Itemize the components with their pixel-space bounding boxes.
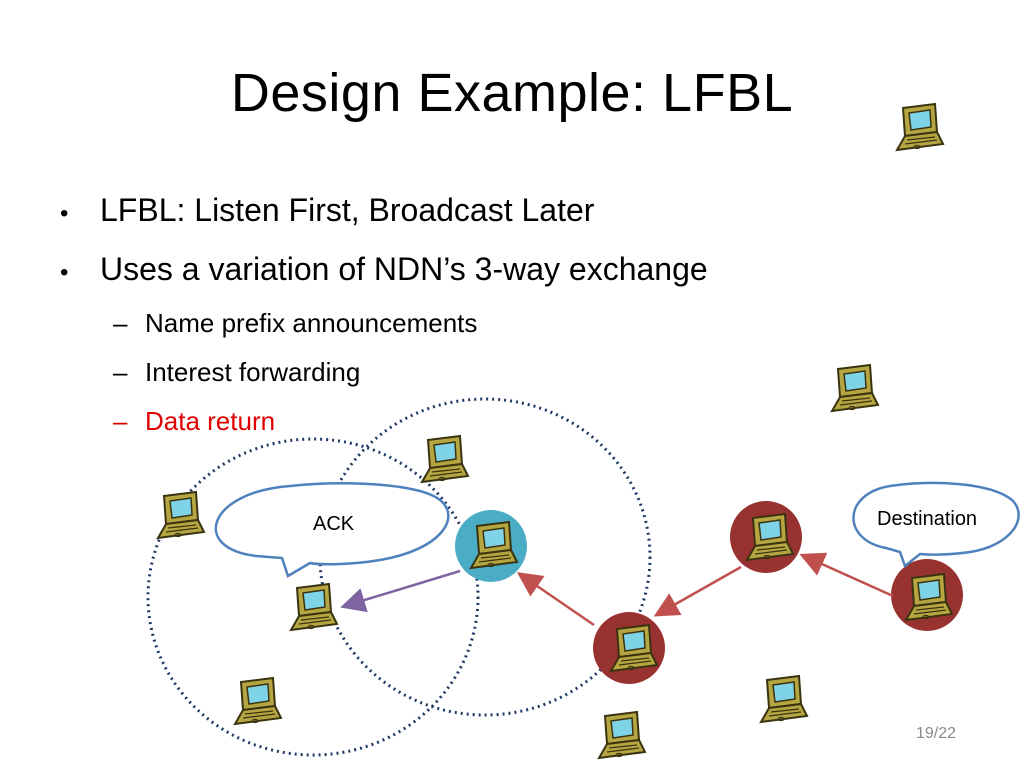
page-number: 19/22 (916, 725, 957, 742)
arrow-ack (340, 569, 461, 613)
bullet-text: LFBL: Listen First, Broadcast Later (100, 192, 595, 228)
laptop-icon (760, 675, 808, 723)
subbullet-text: Name prefix announcements (145, 308, 478, 338)
subbullet-dash: – (113, 357, 128, 387)
range-circle-right (318, 397, 652, 717)
arrow-data-return (516, 572, 595, 627)
subbullet-item-2: – Interest forwarding (113, 357, 360, 388)
laptop-icon (470, 521, 518, 569)
laptop-icon (157, 491, 205, 539)
bullet-item-2: • Uses a variation of NDN’s 3-way exchan… (60, 251, 708, 288)
bullet-item-1: • LFBL: Listen First, Broadcast Later (60, 192, 594, 229)
bullet-dot: • (60, 200, 69, 227)
laptop-icon (896, 103, 944, 151)
slide-title: Design Example: LFBL (230, 63, 794, 123)
arrow-data-return (653, 565, 742, 617)
subbullet-dash: – (113, 308, 128, 338)
subbullet-item-1: – Name prefix announcements (113, 308, 477, 339)
laptop-icon (598, 711, 646, 759)
destination-label: Destination (877, 508, 978, 530)
subbullet-item-3: – Data return (113, 406, 275, 437)
laptop-icon (610, 624, 658, 672)
bullet-text: Uses a variation of NDN’s 3-way exchange (100, 251, 708, 287)
ack-label: ACK (313, 513, 355, 535)
destination-callout (852, 481, 1020, 569)
arrow-data-return (799, 552, 894, 598)
laptop-icon (746, 513, 794, 561)
laptop-icon (421, 435, 469, 483)
laptop-icon (831, 364, 879, 412)
laptop-icon (234, 677, 282, 725)
bullet-dot: • (60, 259, 69, 286)
subbullet-dash: – (113, 406, 128, 436)
range-circle-left (146, 437, 480, 757)
laptop-icon (905, 573, 953, 621)
ack-callout (214, 482, 450, 578)
subbullet-text: Interest forwarding (145, 357, 361, 387)
laptop-icon (290, 583, 338, 631)
subbullet-text: Data return (145, 406, 276, 436)
